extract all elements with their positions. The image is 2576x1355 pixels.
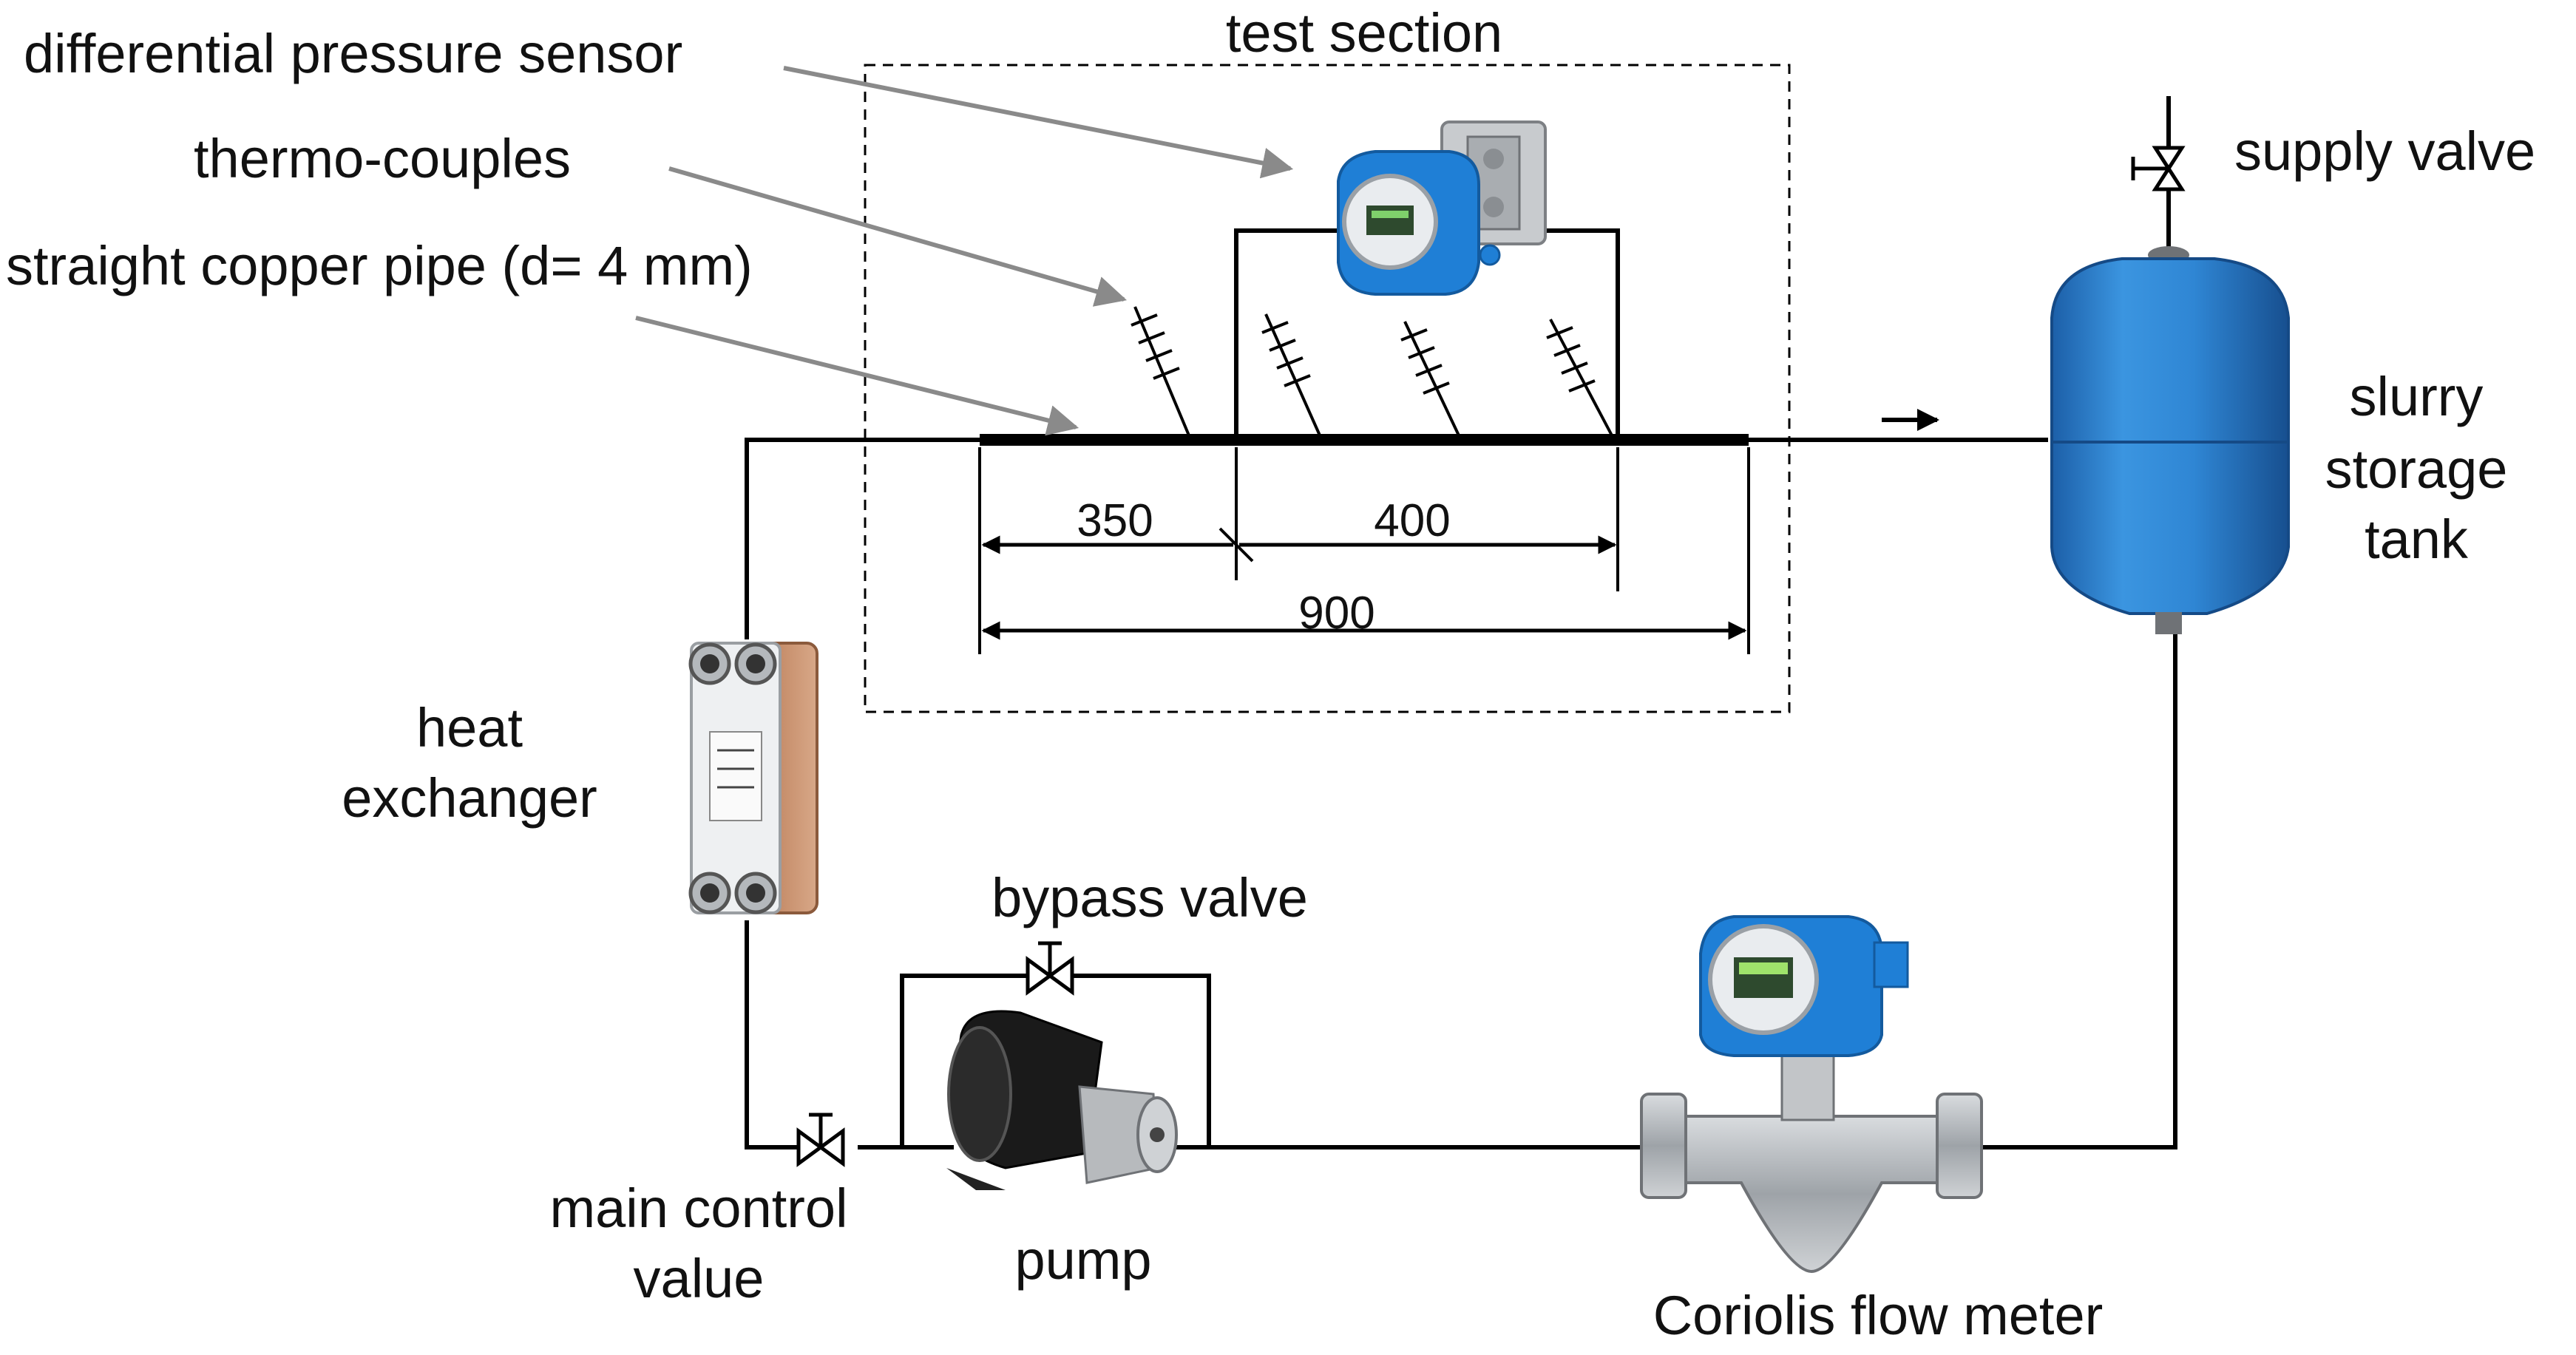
label-copper-pipe: straight copper pipe (d= 4 mm) [6, 235, 753, 296]
pipe-meter-to-tank [1982, 634, 2177, 1149]
label-tank-3: tank [2365, 509, 2469, 570]
dim-900-label: 900 [1298, 588, 1375, 639]
label-coriolis: Coriolis flow meter [1653, 1285, 2104, 1346]
main-valve-icon [796, 1113, 845, 1167]
label-bypass-valve: bypass valve [992, 867, 1308, 928]
label-main-1: main control [549, 1178, 847, 1239]
tank-icon [2050, 246, 2290, 634]
label-heat-1: heat [416, 697, 523, 758]
dimension-lines [978, 447, 1750, 654]
pipe-left-upper [745, 438, 980, 639]
label-tank-1: slurry [2350, 366, 2484, 427]
leader-thermocouples [668, 166, 1128, 307]
thermocouple-4 [1546, 319, 1613, 436]
labels: test section differential pressure senso… [6, 2, 2535, 1346]
dp-sensor-icon [1337, 120, 1547, 296]
dim-350-label: 350 [1077, 495, 1153, 546]
label-tank-2: storage [2325, 438, 2508, 500]
label-thermocouples: thermo-couples [194, 128, 571, 189]
thermocouple-2 [1261, 313, 1321, 436]
thermocouple-3 [1400, 321, 1460, 436]
label-heat-2: exchanger [342, 767, 597, 829]
leader-dp-sensor [783, 66, 1294, 179]
label-supply-valve: supply valve [2234, 120, 2535, 182]
pipe-left-lower [745, 920, 799, 1149]
thermocouples [1131, 306, 1613, 436]
label-main-2: value [634, 1248, 765, 1309]
bypass-valve-icon [1026, 941, 1074, 996]
label-dp-sensor: differential pressure sensor [24, 23, 682, 84]
leader-arrows [635, 66, 1294, 436]
label-test-section: test section [1226, 2, 1502, 64]
coriolis-meter-icon [1640, 915, 1983, 1274]
thermocouple-1 [1131, 306, 1190, 436]
leader-copper-pipe [635, 316, 1079, 436]
heat-exchanger-icon [688, 642, 818, 914]
dim-400-label: 400 [1374, 495, 1450, 546]
label-pump: pump [1014, 1229, 1151, 1291]
supply-valve-icon [2131, 146, 2186, 191]
test-section-box [864, 64, 1791, 713]
pump-icon [946, 1010, 1178, 1190]
